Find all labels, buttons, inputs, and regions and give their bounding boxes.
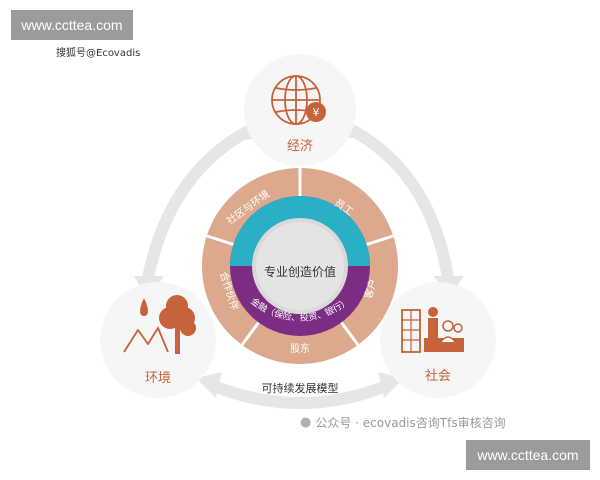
footer-credit: ● 公众号 · ecovadis咨询Tfs审核咨询 <box>300 414 506 431</box>
globe-yen-icon <box>271 75 321 125</box>
node-society: 社会 <box>380 282 496 398</box>
bottom-caption: 可持续发展模型 <box>262 381 339 395</box>
watermark-bottom: www.ccttea.com <box>466 440 590 470</box>
node-economy-label: 经济 <box>287 139 313 154</box>
footer-credit-text: 公众号 · ecovadis咨询Tfs审核咨询 <box>315 416 506 430</box>
node-environment-label: 环境 <box>145 371 171 386</box>
city-people-icon <box>401 307 464 353</box>
node-economy: ¥ 经济 <box>244 54 356 166</box>
center-label: 专业创造价值 <box>264 264 336 279</box>
ring-segment-shareholders: 股东 <box>290 342 310 355</box>
stakeholder-ring <box>202 168 398 364</box>
tree-mountain-icon <box>123 295 196 354</box>
node-society-label: 社会 <box>425 368 451 384</box>
watermark-top: www.ccttea.com <box>11 10 133 40</box>
source-credit: 搜狐号@Ecovadis <box>56 48 141 59</box>
wechat-icon: ● <box>300 415 312 430</box>
svg-text:¥: ¥ <box>313 106 320 119</box>
node-environment: 环境 <box>100 282 216 398</box>
